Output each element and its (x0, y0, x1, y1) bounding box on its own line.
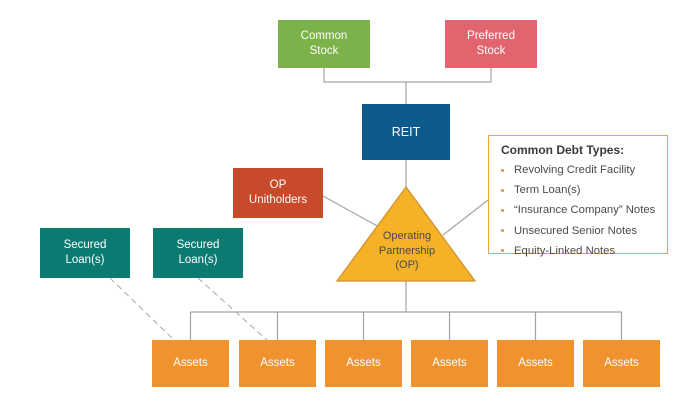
operating-partnership-label: Operating Partnership (OP) (378, 230, 436, 272)
node-asset-2: Assets (239, 340, 316, 387)
debt-type-item: Term Loan(s) (501, 184, 657, 196)
bullet-icon (501, 249, 504, 253)
debt-type-item: Equity-Linked Notes (501, 245, 657, 257)
connector-unitholders-to-op (322, 195, 380, 228)
node-asset-1: Assets (152, 340, 229, 387)
bullet-icon (501, 229, 504, 233)
node-asset-3: Assets (325, 340, 402, 387)
node-secured-loans-2: Secured Loan(s) (153, 228, 243, 278)
node-op-unitholders: OP Unitholders (233, 168, 323, 218)
node-asset-6: Assets (583, 340, 660, 387)
debt-type-item: Unsecured Senior Notes (501, 225, 657, 237)
connector-op-to-debt-panel (442, 199, 489, 236)
debt-type-item: Revolving Credit Facility (501, 164, 657, 176)
debt-type-label: Equity-Linked Notes (514, 244, 616, 257)
node-asset-4: Assets (411, 340, 488, 387)
connector-assets-bus (189, 311, 623, 340)
debt-panel-title: Common Debt Types: (501, 143, 625, 157)
node-asset-5: Assets (497, 340, 574, 387)
debt-type-label: Term Loan(s) (514, 184, 581, 197)
bullet-icon (501, 188, 504, 192)
debt-type-label: Unsecured Senior Notes (514, 224, 638, 237)
dashed-link-secured1-to-asset1 (109, 277, 176, 342)
bullet-icon (501, 168, 504, 172)
operating-partnership-triangle (335, 185, 477, 282)
node-preferred-stock: Preferred Stock (445, 20, 537, 68)
common-debt-types-panel: Common Debt Types: Revolving Credit Faci… (488, 135, 668, 257)
node-secured-loans-1: Secured Loan(s) (40, 228, 130, 278)
node-common-stock: Common Stock (278, 20, 370, 68)
debt-type-label: “Insurance Company” Notes (514, 204, 656, 217)
connector-stocks-to-reit (323, 68, 492, 104)
node-reit: REIT (362, 104, 450, 160)
bullet-icon (501, 208, 504, 212)
debt-type-item: “Insurance Company” Notes (501, 204, 657, 216)
debt-type-label: Revolving Credit Facility (514, 164, 636, 176)
dashed-link-secured2-to-asset2 (197, 277, 269, 342)
